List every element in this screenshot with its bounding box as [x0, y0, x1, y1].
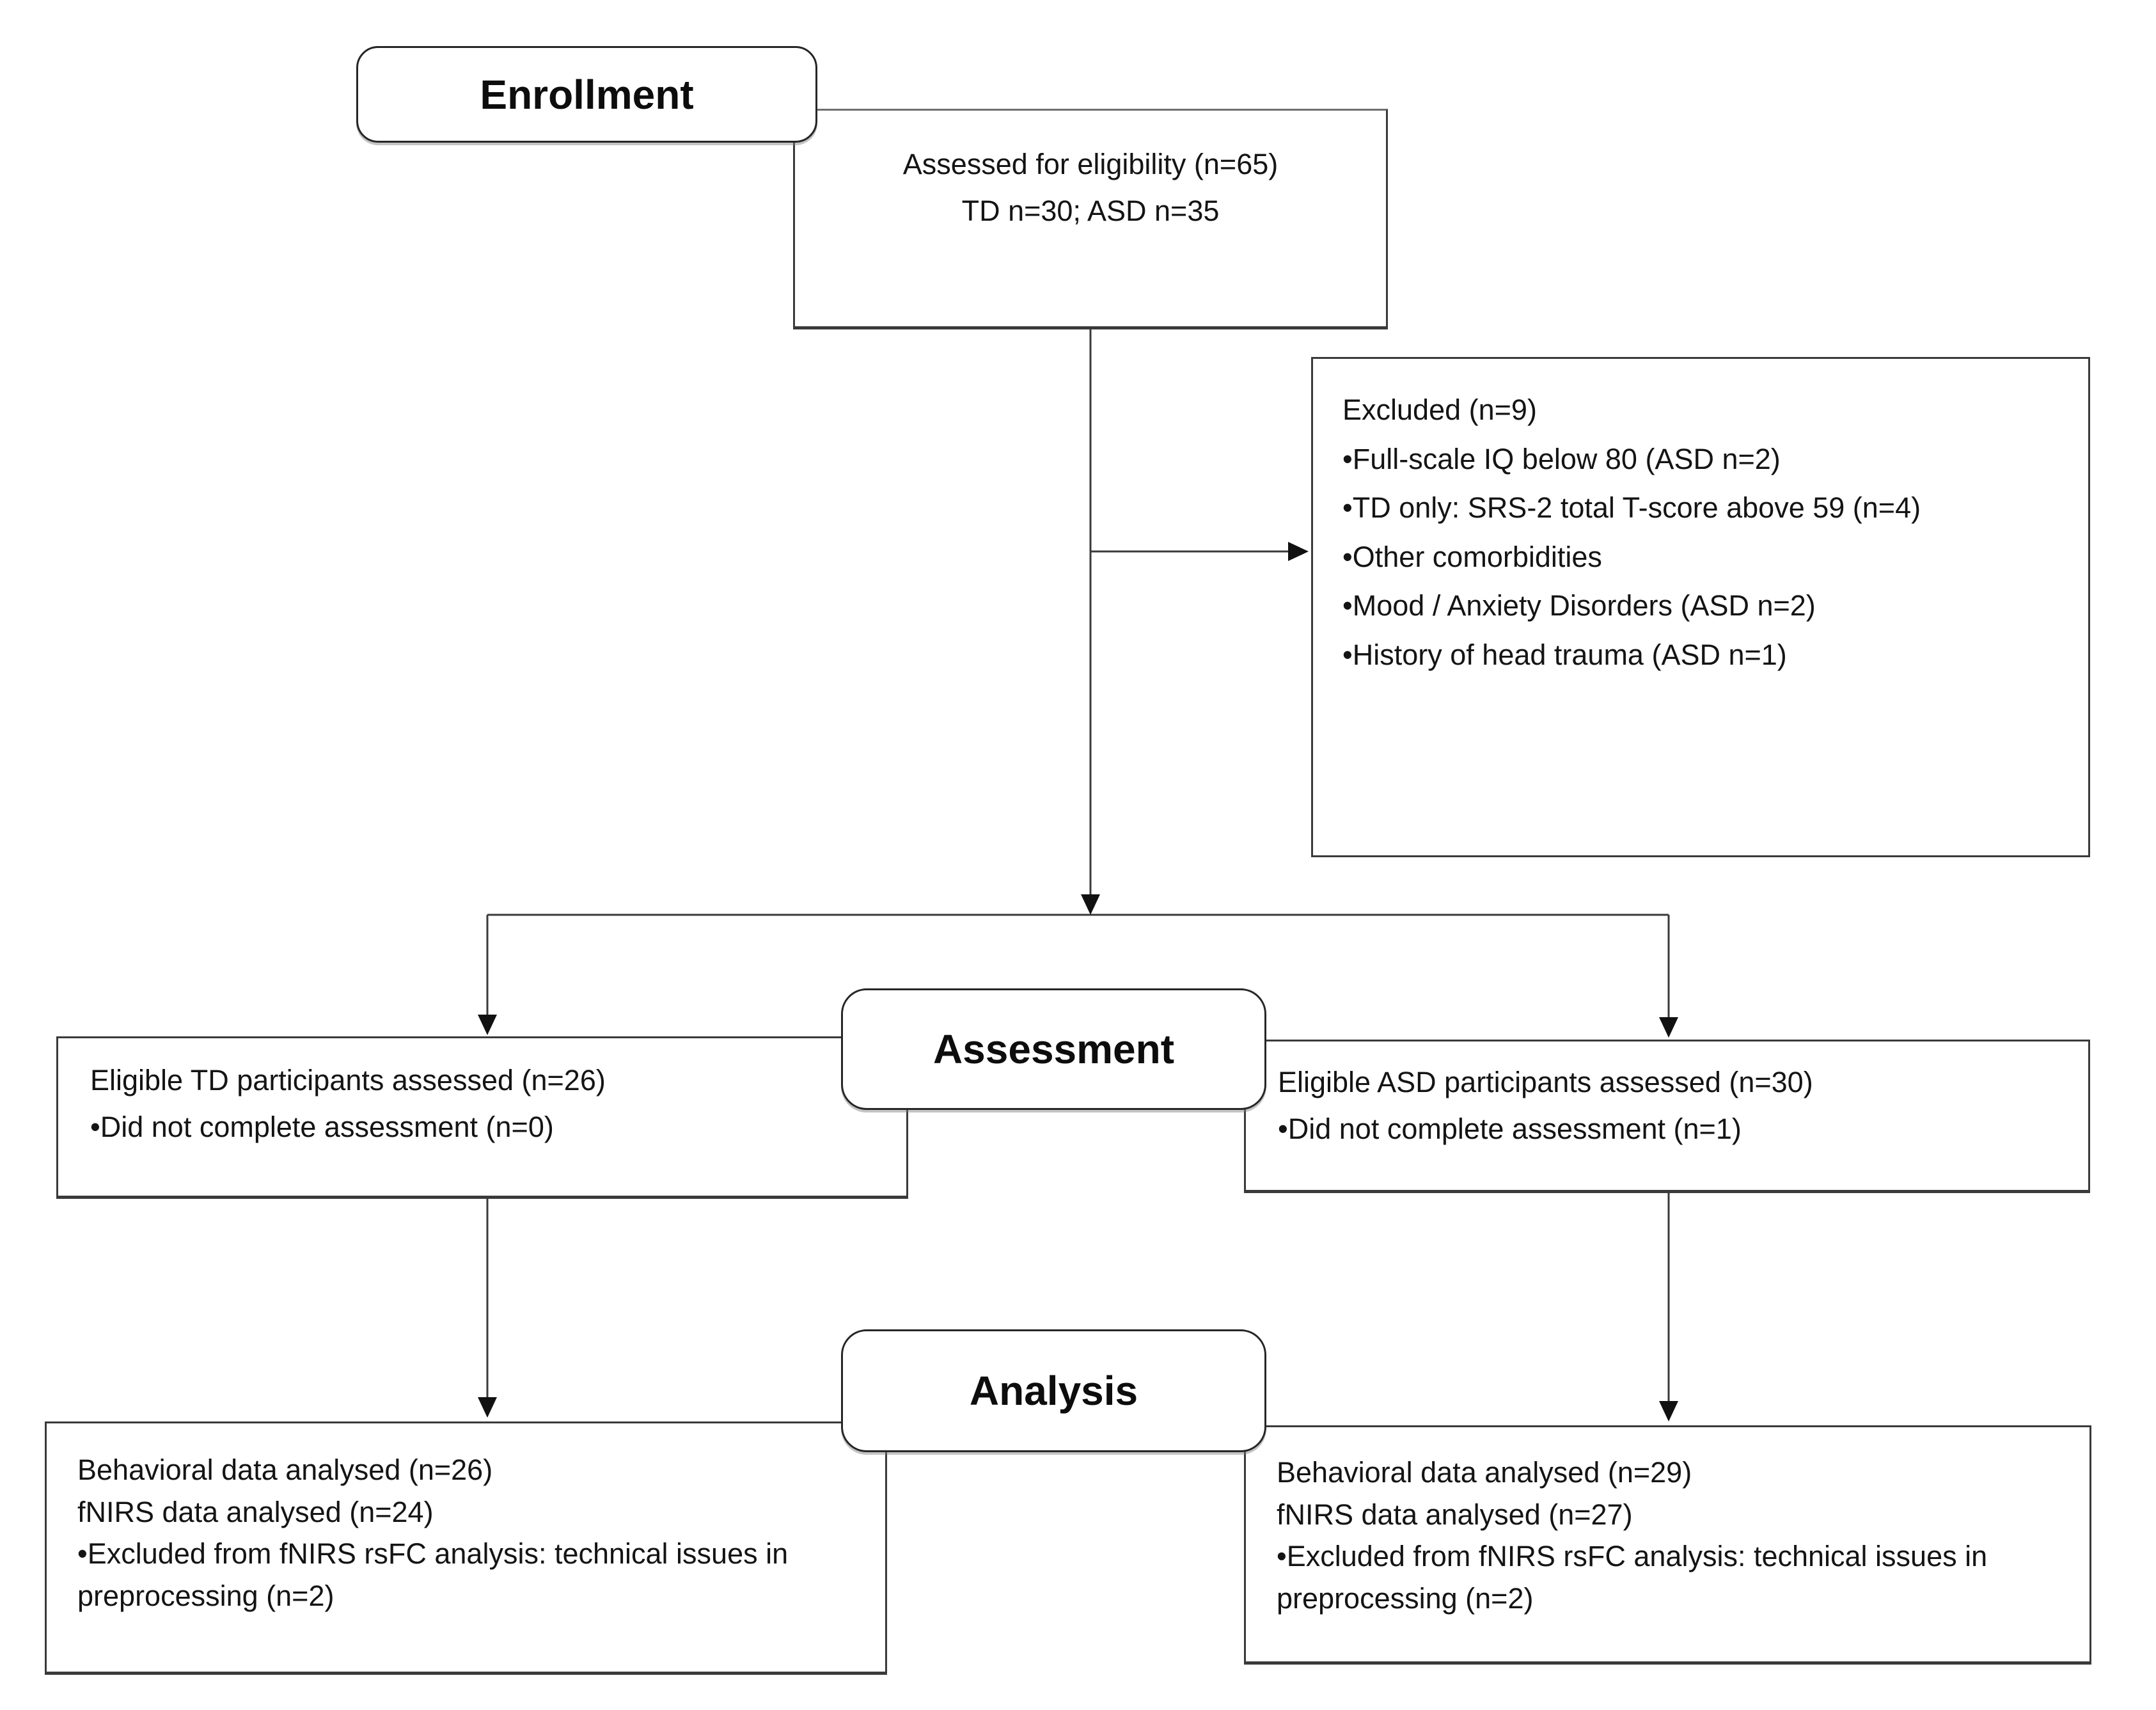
- asd-assessed-line-2: •Did not complete assessment (n=1): [1278, 1112, 1742, 1145]
- excluded-bullet-2: •TD only: SRS-2 total T-score above 59 (…: [1342, 491, 1921, 524]
- td-assessed-line-1: Eligible TD participants assessed (n=26): [90, 1064, 606, 1096]
- arrowheads: [478, 542, 1678, 1421]
- excluded-box: Excluded (n=9) •Full-scale IQ below 80 (…: [1311, 357, 2090, 857]
- stage-label-analysis: Analysis: [841, 1329, 1266, 1452]
- enrollment-label: Enrollment: [480, 71, 694, 118]
- asd-assessed-box: Eligible ASD participants assessed (n=30…: [1244, 1040, 2090, 1193]
- td-assessed-box: Eligible TD participants assessed (n=26)…: [56, 1036, 908, 1199]
- excluded-bullet-5: •History of head trauma (ASD n=1): [1342, 638, 1787, 671]
- stage-label-assessment: Assessment: [841, 988, 1266, 1110]
- excluded-bullet-3: •Other comorbidities: [1342, 540, 1602, 573]
- arrowhead-down-asd-analysis: [1659, 1401, 1678, 1421]
- td-analysis-box: Behavioral data analysed (n=26) fNIRS da…: [45, 1421, 887, 1675]
- analysis-label: Analysis: [969, 1368, 1138, 1414]
- assessed-line-2: TD n=30; ASD n=35: [961, 194, 1220, 227]
- td-analysis-line-3: •Excluded from fNIRS rsFC analysis: tech…: [77, 1537, 789, 1613]
- arrowhead-down-asd-assessed: [1659, 1017, 1678, 1038]
- arrowhead-right-excluded: [1288, 542, 1309, 561]
- asd-analysis-line-1: Behavioral data analysed (n=29): [1277, 1456, 1692, 1489]
- td-assessed-line-2: •Did not complete assessment (n=0): [90, 1110, 554, 1143]
- arrowhead-down-td-assessed: [478, 1015, 497, 1035]
- assessed-eligibility-box: Assessed for eligibility (n=65) TD n=30;…: [793, 109, 1388, 329]
- td-analysis-line-2: fNIRS data analysed (n=24): [77, 1495, 434, 1528]
- asd-assessed-line-1: Eligible ASD participants assessed (n=30…: [1278, 1066, 1813, 1098]
- arrowhead-down-splitbar: [1081, 894, 1100, 915]
- stage-label-enrollment: Enrollment: [356, 46, 817, 143]
- assessment-label: Assessment: [932, 1026, 1175, 1072]
- excluded-bullet-4: •Mood / Anxiety Disorders (ASD n=2): [1342, 589, 1816, 622]
- asd-analysis-box: Behavioral data analysed (n=29) fNIRS da…: [1244, 1425, 2091, 1665]
- excluded-bullet-1: •Full-scale IQ below 80 (ASD n=2): [1342, 442, 1781, 475]
- assessed-line-1: Assessed for eligibility (n=65): [902, 148, 1279, 180]
- td-analysis-line-1: Behavioral data analysed (n=26): [77, 1453, 493, 1486]
- excluded-title: Excluded (n=9): [1342, 393, 1537, 426]
- asd-analysis-line-3: •Excluded from fNIRS rsFC analysis: tech…: [1277, 1540, 1988, 1615]
- asd-analysis-line-2: fNIRS data analysed (n=27): [1277, 1498, 1633, 1531]
- arrowhead-down-td-analysis: [478, 1397, 497, 1418]
